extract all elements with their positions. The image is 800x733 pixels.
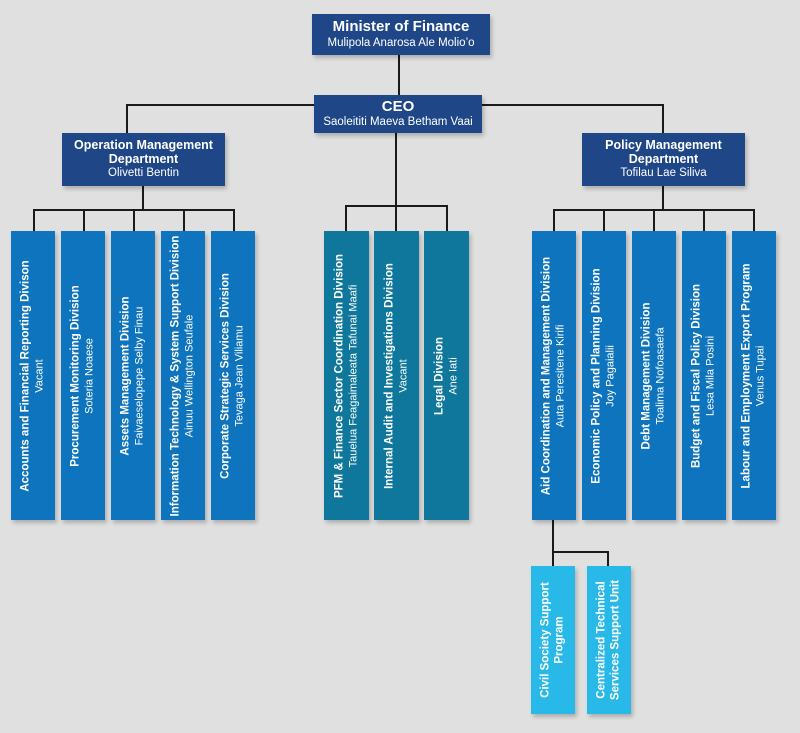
connector-policy-drop bbox=[662, 185, 664, 211]
stub bbox=[607, 551, 609, 566]
support-unit-title: Centralized Technical Services Support U… bbox=[595, 579, 622, 701]
division-name: Vacant bbox=[397, 358, 410, 393]
division-title: Budget and Fiscal Policy Division bbox=[690, 283, 703, 468]
stub bbox=[553, 209, 555, 232]
connector-aid-drop bbox=[552, 520, 554, 553]
stub bbox=[603, 209, 605, 232]
stub bbox=[653, 209, 655, 232]
division-name: Venus Tupai bbox=[754, 345, 767, 406]
stub bbox=[345, 205, 347, 232]
node-division: PFM & Finance Sector Coordination Divisi… bbox=[324, 231, 369, 520]
stub bbox=[753, 209, 755, 232]
division-name: Vacant bbox=[33, 358, 46, 393]
division-title: Legal Division bbox=[432, 336, 445, 415]
policy-dept-name: Tofilau Lae Siliva bbox=[620, 167, 707, 180]
node-division: Assets Management Division Faivaeselopep… bbox=[111, 231, 155, 520]
node-division: Accounts and Financial Reporting Divison… bbox=[11, 231, 55, 520]
ceo-name: Saoleititi Maeva Betham Vaai bbox=[323, 116, 473, 129]
policy-dept-title: Policy Management Department bbox=[605, 137, 722, 167]
division-title: Assets Management Division bbox=[119, 295, 132, 456]
node-division: Internal Audit and Investigations Divisi… bbox=[374, 231, 419, 520]
support-unit-title: Civil Society Support Program bbox=[539, 582, 566, 698]
node-division: Debt Management Division Toalima Nofoasa… bbox=[632, 231, 676, 520]
minister-name: Mulipola Anarosa Ale Molio’o bbox=[327, 36, 475, 49]
stub bbox=[395, 205, 397, 232]
node-division: Procurement Monitoring Division Soteria … bbox=[61, 231, 105, 520]
node-support-unit: Civil Society Support Program bbox=[531, 566, 575, 714]
operation-dept-title: Operation Management Department bbox=[74, 137, 213, 167]
division-name: Ainuu Wellington Seufale bbox=[183, 314, 196, 437]
division-title: Corporate Strategic Services Division bbox=[219, 272, 232, 479]
connector-drop-policy bbox=[662, 104, 664, 134]
node-division: Information Technology & System Support … bbox=[161, 231, 205, 520]
division-title: Aid Coordination and Management Division bbox=[540, 256, 553, 495]
division-name: Ane Iati bbox=[447, 356, 460, 395]
node-division: Corporate Strategic Services Division Te… bbox=[211, 231, 255, 520]
operation-dept-name: Olivetti Bentin bbox=[108, 167, 179, 180]
node-ceo: CEO Saoleititi Maeva Betham Vaai bbox=[314, 95, 482, 133]
node-minister: Minister of Finance Mulipola Anarosa Ale… bbox=[312, 14, 490, 55]
ceo-title: CEO bbox=[381, 97, 415, 115]
stub bbox=[446, 205, 448, 232]
node-division: Legal Division Ane Iati bbox=[424, 231, 469, 520]
division-title: Procurement Monitoring Division bbox=[69, 284, 82, 467]
stub bbox=[183, 209, 185, 232]
connector-ceo-drop bbox=[395, 133, 397, 207]
connector-operation-drop bbox=[142, 185, 144, 211]
connector-drop-operation bbox=[126, 104, 128, 134]
division-name: Joy Pagaialii bbox=[604, 344, 617, 407]
division-name: Tauelua Feagaimaleata Tafunai Maafi bbox=[347, 284, 360, 467]
node-division: Aid Coordination and Management Division… bbox=[532, 231, 576, 520]
division-title: Debt Management Division bbox=[640, 302, 653, 449]
stub bbox=[133, 209, 135, 232]
stub bbox=[703, 209, 705, 232]
connector-aid-rail bbox=[552, 551, 609, 553]
division-title: Internal Audit and Investigations Divisi… bbox=[382, 262, 395, 489]
stub bbox=[33, 209, 35, 232]
division-name: Toalima Nofoasaefa bbox=[654, 326, 667, 425]
division-title: Accounts and Financial Reporting Divison bbox=[19, 259, 32, 492]
minister-title: Minister of Finance bbox=[332, 18, 470, 36]
node-division: Labour and Employment Export Program Ven… bbox=[732, 231, 776, 520]
node-division: Economic Policy and Planning Division Jo… bbox=[582, 231, 626, 520]
node-policy-dept: Policy Management Department Tofilau Lae… bbox=[582, 133, 745, 186]
node-division: Budget and Fiscal Policy Division Lesa M… bbox=[682, 231, 726, 520]
stub bbox=[552, 551, 554, 566]
stub bbox=[233, 209, 235, 232]
node-support-unit: Centralized Technical Services Support U… bbox=[587, 566, 631, 714]
division-name: Auta Peresitene Kirifi bbox=[554, 324, 567, 427]
stub bbox=[83, 209, 85, 232]
division-name: Tevaga Jean Viliamu bbox=[233, 324, 246, 427]
division-title: PFM & Finance Sector Coordination Divisi… bbox=[332, 253, 345, 498]
connector-minister-ceo bbox=[398, 54, 400, 96]
division-title: Labour and Employment Export Program bbox=[740, 263, 753, 488]
division-title: Information Technology & System Support … bbox=[169, 235, 182, 516]
division-name: Soteria Noaese bbox=[83, 337, 96, 414]
node-operation-dept: Operation Management Department Olivetti… bbox=[62, 133, 225, 186]
division-name: Lesa Mila Posini bbox=[704, 335, 717, 416]
division-name: Faivaeselopepe Selby Finau bbox=[133, 306, 146, 445]
division-title: Economic Policy and Planning Division bbox=[590, 267, 603, 484]
